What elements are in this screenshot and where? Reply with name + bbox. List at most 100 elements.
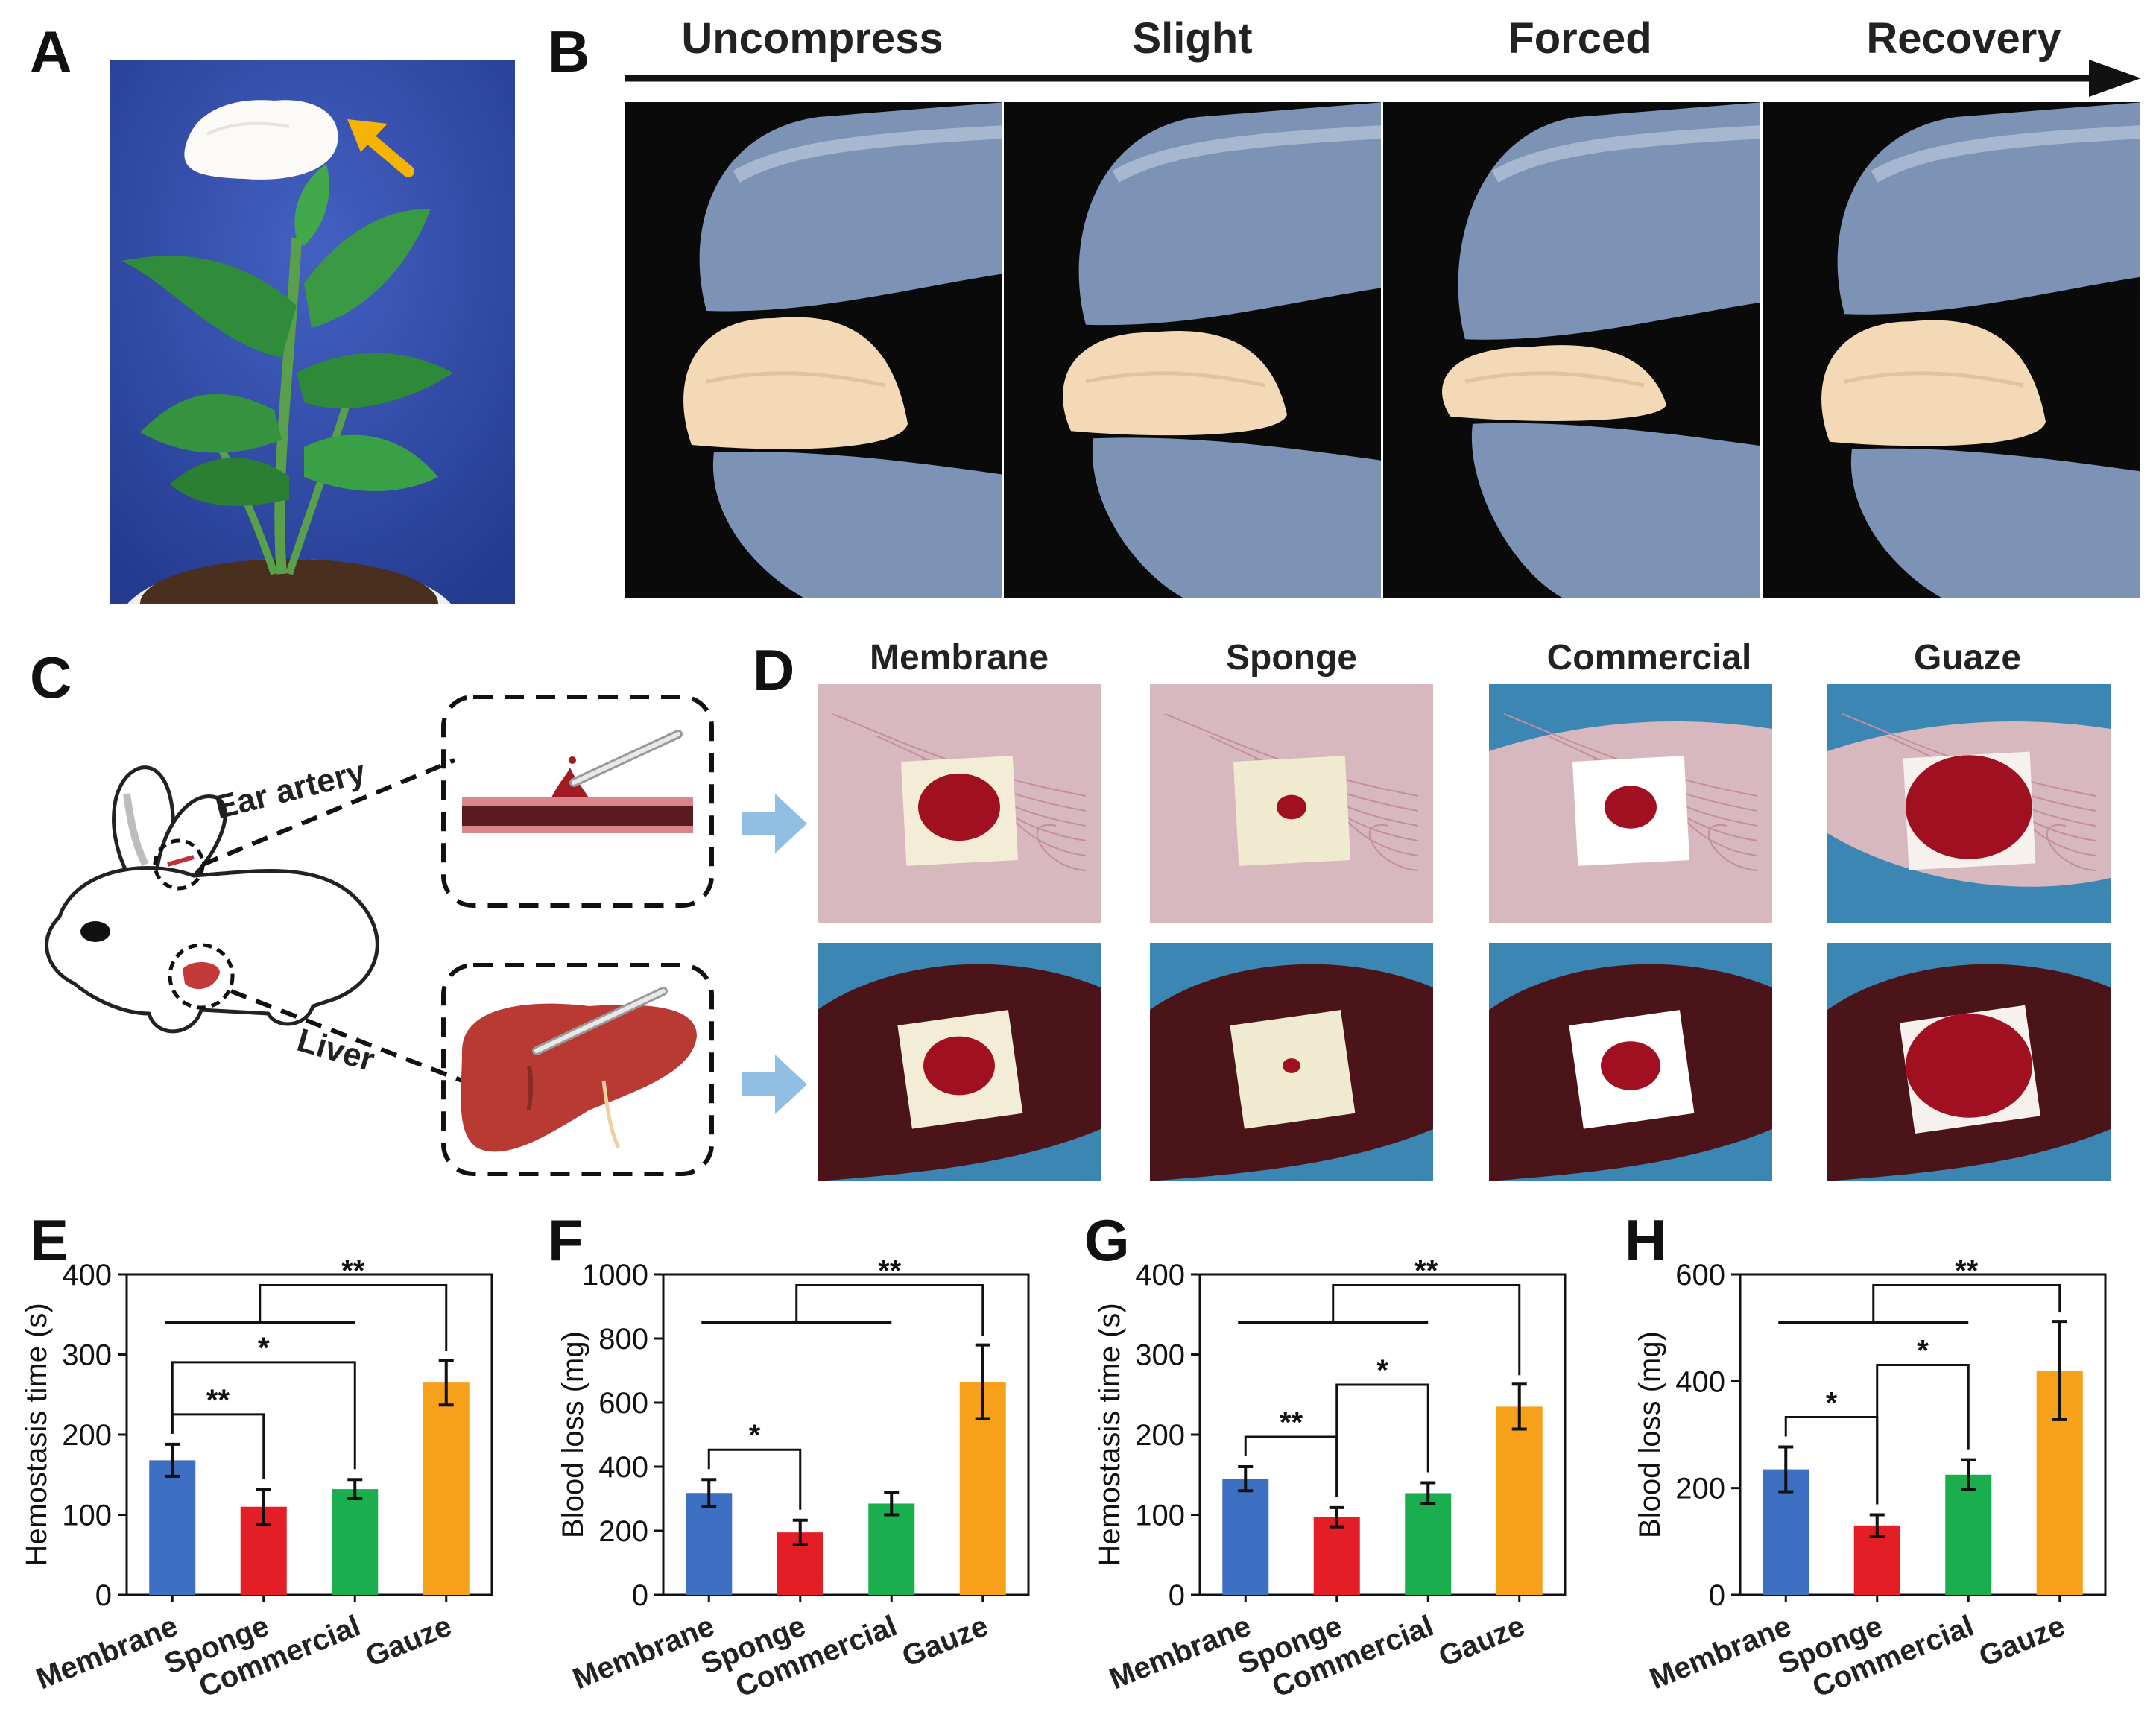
significance-label: * bbox=[1376, 1354, 1388, 1387]
y-axis-label: Blood loss (mg) bbox=[1634, 1331, 1666, 1538]
hemostasis-photo-ear-gauze bbox=[1827, 684, 2111, 923]
x-tick-label: Membrane bbox=[1646, 1610, 1796, 1696]
y-tick-label: 400 bbox=[62, 1259, 112, 1292]
significance-bracket bbox=[259, 1284, 448, 1352]
stage-label-slight: Slight bbox=[1132, 14, 1253, 63]
y-tick-label: 0 bbox=[95, 1579, 112, 1612]
arrow-ear-row bbox=[742, 794, 807, 853]
glove-compression-forced-photo bbox=[1383, 102, 1760, 598]
plant-photo bbox=[110, 60, 515, 604]
y-tick-label: 200 bbox=[1135, 1419, 1185, 1452]
hemostasis-photo-liver-membrane bbox=[818, 943, 1101, 1181]
column-label-gauze: Guaze bbox=[1913, 638, 2022, 677]
glove-compression-uncompressed-photo bbox=[625, 102, 1002, 598]
significance-label: ** bbox=[1280, 1406, 1303, 1439]
bar-sponge bbox=[1313, 1517, 1360, 1595]
panel-letter-b: B bbox=[548, 19, 590, 84]
compression-frame-1 bbox=[625, 102, 1002, 598]
hemostasis-photo-liver-sponge bbox=[1150, 943, 1433, 1181]
arrow-liver-row bbox=[742, 1055, 807, 1114]
significance-bracket bbox=[1872, 1284, 2061, 1323]
significance-bracket bbox=[1876, 1363, 1970, 1505]
stage-label-uncompress: Uncompress bbox=[681, 14, 943, 63]
y-tick-label: 0 bbox=[1169, 1579, 1185, 1612]
significance-label: ** bbox=[341, 1255, 365, 1288]
bar-commercial bbox=[1945, 1474, 1992, 1595]
panel-letter-h: H bbox=[1625, 1207, 1667, 1273]
bar-gauze bbox=[423, 1382, 470, 1595]
plant-photo-illustration bbox=[110, 60, 515, 604]
x-tick-label: Membrane bbox=[569, 1610, 719, 1696]
sequence-arrow bbox=[625, 60, 2141, 97]
bar-membrane bbox=[149, 1460, 196, 1595]
panel-letter-e: E bbox=[30, 1207, 69, 1273]
y-tick-label: 300 bbox=[62, 1339, 112, 1372]
stage-label-forced: Forced bbox=[1508, 14, 1652, 63]
y-tick-label: 200 bbox=[1675, 1473, 1725, 1505]
column-label-membrane: Membrane bbox=[869, 638, 1049, 677]
significance-label: * bbox=[1917, 1334, 1929, 1367]
plot-frame bbox=[1739, 1273, 2107, 1596]
bar-commercial bbox=[332, 1489, 379, 1595]
significance-label: ** bbox=[878, 1255, 902, 1288]
significance-label: ** bbox=[206, 1384, 230, 1417]
y-tick-label: 0 bbox=[632, 1579, 648, 1612]
x-tick-label: Gauze bbox=[361, 1610, 456, 1674]
hemostasis-photo-liver-gauze bbox=[1827, 943, 2111, 1181]
hemostasis-photo-ear-commercial bbox=[1489, 684, 1772, 923]
panel-letter-g: G bbox=[1084, 1207, 1130, 1273]
bar-commercial bbox=[1405, 1493, 1452, 1595]
panel-letter-c: C bbox=[30, 645, 72, 710]
y-tick-label: 300 bbox=[1135, 1339, 1185, 1372]
y-tick-label: 100 bbox=[62, 1499, 112, 1532]
stage-label-recovery: Recovery bbox=[1866, 14, 2061, 63]
column-label-commercial: Commercial bbox=[1546, 638, 1752, 677]
hemostasis-photo-ear-sponge bbox=[1150, 684, 1433, 923]
significance-bracket bbox=[707, 1448, 802, 1510]
significance-label: * bbox=[1826, 1386, 1838, 1419]
compression-frame-4 bbox=[1763, 102, 2140, 598]
y-tick-label: 600 bbox=[1675, 1259, 1725, 1292]
x-tick-label: Membrane bbox=[1105, 1610, 1256, 1696]
column-label-sponge: Sponge bbox=[1226, 638, 1357, 677]
bar-membrane bbox=[686, 1493, 733, 1595]
y-tick-label: 200 bbox=[62, 1419, 112, 1452]
significance-label: * bbox=[749, 1419, 761, 1452]
panel-letter-a: A bbox=[30, 19, 72, 84]
y-tick-label: 400 bbox=[1135, 1259, 1185, 1292]
y-tick-label: 1000 bbox=[582, 1259, 648, 1292]
y-tick-label: 400 bbox=[598, 1451, 648, 1484]
y-tick-label: 800 bbox=[598, 1323, 648, 1356]
y-tick-label: 100 bbox=[1135, 1499, 1185, 1532]
significance-bracket bbox=[795, 1284, 984, 1336]
y-axis-label: Blood loss (mg) bbox=[557, 1331, 589, 1538]
liver-inset bbox=[441, 963, 714, 1176]
hemostasis-photo-liver-commercial bbox=[1489, 943, 1772, 1181]
y-tick-label: 0 bbox=[1709, 1579, 1725, 1612]
y-tick-label: 400 bbox=[1675, 1365, 1725, 1398]
ear-artery-inset bbox=[441, 695, 714, 908]
rabbit-schematic bbox=[45, 758, 464, 1083]
x-tick-label: Gauze bbox=[1434, 1610, 1529, 1674]
bar-commercial bbox=[868, 1503, 915, 1595]
compression-frame-3 bbox=[1383, 102, 1760, 598]
bar-gauze bbox=[1496, 1406, 1543, 1595]
x-tick-label: Gauze bbox=[1974, 1610, 2070, 1674]
glove-compression-recovery-photo bbox=[1763, 102, 2140, 598]
panel-letter-f: F bbox=[548, 1207, 584, 1273]
significance-bracket bbox=[171, 1361, 356, 1470]
significance-bracket bbox=[1335, 1383, 1429, 1497]
glove-compression-slight-photo bbox=[1004, 102, 1381, 598]
y-axis-label: Hemostasis time (s) bbox=[1093, 1303, 1126, 1566]
significance-label: ** bbox=[1414, 1255, 1438, 1288]
panel-letter-d: D bbox=[753, 637, 795, 703]
compression-frame-2 bbox=[1004, 102, 1381, 598]
significance-label: * bbox=[258, 1332, 270, 1365]
y-tick-label: 600 bbox=[598, 1387, 648, 1420]
hemostasis-photo-ear-membrane bbox=[818, 684, 1101, 923]
significance-bracket bbox=[1332, 1284, 1521, 1376]
